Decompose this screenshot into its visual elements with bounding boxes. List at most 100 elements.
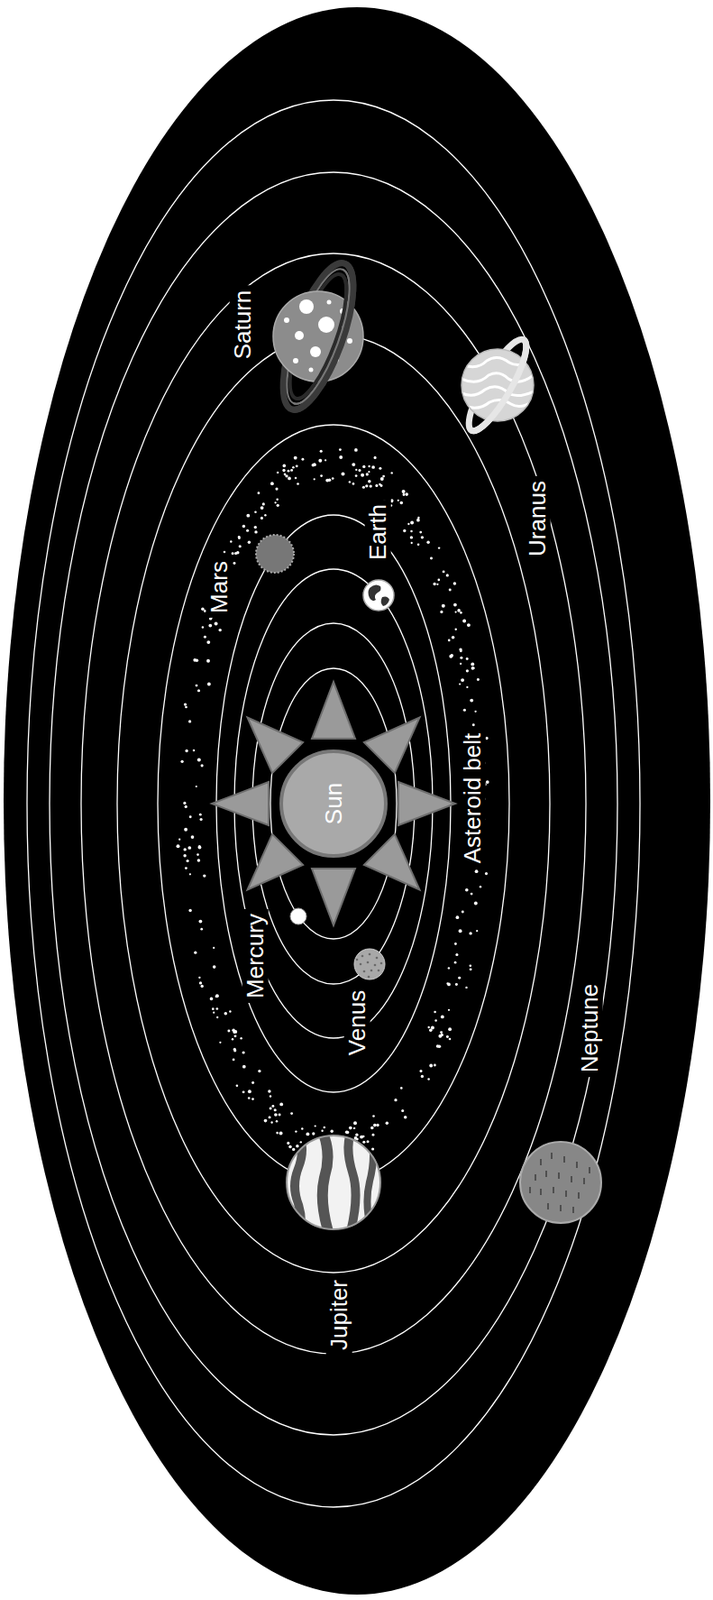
asteroid-dot [453, 603, 458, 607]
asteroid-dot [201, 763, 204, 767]
asteroid-dot [454, 610, 457, 613]
asteroid-dot [236, 1083, 239, 1087]
asteroid-dot [448, 654, 453, 659]
asteroid-dot [268, 1115, 272, 1118]
asteroid-dot [251, 1080, 255, 1084]
uranus-planet [459, 332, 536, 437]
asteroid-dot [471, 666, 476, 670]
asteroid-dot [197, 858, 202, 862]
asteroid-dot [374, 484, 378, 487]
jupiter-planet [286, 1131, 381, 1240]
asteroid-dot [201, 625, 205, 629]
asteroid-dot [324, 458, 327, 461]
asteroid-dot [231, 551, 235, 555]
asteroid-dot [362, 465, 366, 468]
asteroid-dots [176, 447, 490, 1164]
asteroid-dot [458, 682, 461, 685]
asteroid-dot [403, 1115, 407, 1118]
asteroid-dot [469, 698, 474, 703]
asteroid-dot [254, 510, 257, 513]
asteroid-dot [269, 1106, 273, 1110]
sun-rays [211, 681, 456, 925]
planet-label: Mercury [242, 908, 269, 1003]
asteroid-dot [353, 1120, 357, 1125]
asteroid-dot [287, 469, 291, 473]
asteroid-dot [242, 1064, 247, 1069]
asteroid-dot [293, 456, 298, 460]
asteroid-dot [192, 749, 196, 752]
asteroid-dot [202, 873, 206, 877]
asteroid-dot [242, 1050, 246, 1053]
asteroid-dot [472, 722, 476, 726]
asteroid-dot [199, 980, 202, 984]
asteroid-dot [251, 1096, 255, 1100]
asteroid-dot [188, 908, 192, 912]
asteroid-dot [466, 657, 469, 660]
asteroid-dot [278, 1112, 282, 1116]
earth-planet [363, 579, 394, 611]
asteroid-dot [186, 859, 190, 862]
asteroid-dot [446, 573, 449, 576]
asteroid-dot [206, 658, 211, 663]
asteroid-dot [295, 464, 299, 467]
asteroid-dot [216, 1015, 219, 1018]
asteroid-dot [257, 1069, 261, 1072]
asteroid-dot [417, 516, 420, 519]
asteroid-dot [257, 491, 261, 494]
asteroid-dot [331, 476, 335, 480]
asteroid-dot [215, 995, 218, 997]
asteroid-dot [474, 901, 478, 905]
asteroid-dot [466, 668, 469, 672]
asteroid-dot [187, 845, 192, 850]
asteroid-dot [218, 628, 221, 631]
asteroid-dot [419, 530, 422, 534]
asteroid-dot [375, 1123, 379, 1126]
asteroid-dot [195, 658, 199, 662]
asteroid-dot [457, 608, 461, 613]
asteroid-dot [484, 871, 488, 875]
asteroid-dot [372, 1114, 375, 1117]
asteroid-dot [440, 1032, 444, 1036]
asteroid-dot [212, 946, 215, 949]
planet-label: Earth [365, 499, 392, 565]
asteroid-dot [270, 1120, 273, 1123]
asteroid-dot [294, 1129, 297, 1132]
asteroid-dot [260, 516, 264, 520]
asteroid-dot [434, 1018, 438, 1022]
asteroid-dot [356, 1137, 359, 1141]
asteroid-dot [355, 474, 358, 477]
asteroid-dot [485, 779, 490, 784]
asteroid-dot [247, 1096, 251, 1099]
asteroid-dot [457, 976, 461, 979]
asteroid-dot [323, 1125, 327, 1129]
asteroid-dot [279, 1131, 284, 1135]
asteroid-dot [385, 1121, 389, 1125]
asteroid-dot [254, 525, 257, 529]
asteroid-dot [367, 470, 370, 473]
asteroid-dot [420, 535, 424, 539]
asteroid-dot [183, 702, 187, 705]
asteroid-dot [182, 853, 186, 857]
asteroid-dot [402, 489, 406, 494]
asteroid-dot [451, 635, 456, 640]
asteroid-dot [238, 544, 242, 548]
asteroid-dot [178, 838, 181, 841]
asteroid-dot [465, 986, 467, 988]
asteroid-dot [427, 1077, 430, 1080]
asteroid-dot [200, 817, 203, 821]
planet-label: Asteroid belt [459, 728, 486, 869]
asteroid-dot [382, 475, 385, 478]
asteroid-dot [455, 982, 458, 986]
asteroid-dot [372, 1133, 375, 1136]
asteroid-dot [463, 708, 467, 712]
asteroid-dot [450, 653, 454, 657]
asteroid-dot [420, 1074, 424, 1078]
asteroid-dot [193, 950, 197, 954]
asteroid-dot [466, 685, 468, 688]
asteroid-dot [468, 963, 472, 967]
asteroid-dot [402, 529, 406, 532]
asteroid-dot [246, 513, 250, 518]
planet-label: Jupiter [326, 1274, 353, 1354]
asteroid-dot [320, 1129, 323, 1132]
asteroid-dot [462, 619, 467, 623]
